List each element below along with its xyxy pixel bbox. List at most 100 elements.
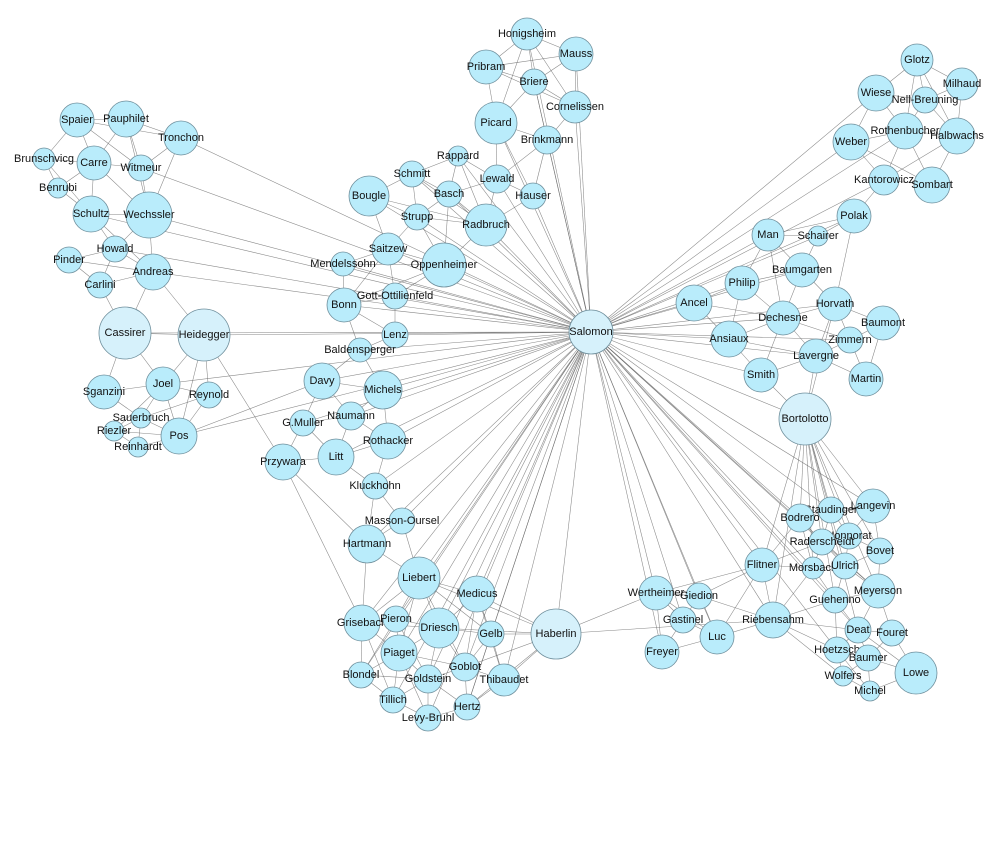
node-circle[interactable] (823, 636, 851, 664)
node-weber[interactable]: Weber (832, 123, 870, 161)
node-baumgarten[interactable]: Baumgarten (772, 252, 832, 288)
node-levy-bruhl[interactable]: Levy-Bruhl (402, 704, 455, 732)
node-davy[interactable]: Davy (303, 362, 341, 400)
node-circle[interactable] (458, 575, 496, 613)
node-oppenheimer[interactable]: Oppenheimer (411, 242, 478, 288)
node-carre[interactable]: Carre (76, 145, 112, 181)
node-ancel[interactable]: Ancel (675, 284, 713, 322)
node-circle[interactable] (317, 438, 355, 476)
node-freyer[interactable]: Freyer (644, 634, 680, 670)
node-pos[interactable]: Pos (160, 417, 198, 455)
node-circle[interactable] (894, 651, 938, 695)
node-circle[interactable] (857, 74, 895, 112)
node-circle[interactable] (101, 235, 129, 263)
node-circle[interactable] (195, 381, 223, 409)
node-hoetzsch[interactable]: Hoetzsch (814, 636, 860, 664)
node-circle[interactable] (103, 420, 125, 442)
node-andreas[interactable]: Andreas (133, 253, 174, 291)
node-kantorowicz[interactable]: Kantorowicz (854, 164, 914, 196)
node-mendelssohn[interactable]: Mendelssohn (310, 251, 376, 277)
node-pauphilet[interactable]: Pauphilet (103, 100, 149, 138)
node-zimmern[interactable]: Zimmern (828, 326, 872, 354)
node-circle[interactable] (743, 357, 779, 393)
node-masson-oursel[interactable]: Masson-Oursel (365, 507, 440, 535)
node-circle[interactable] (134, 253, 172, 291)
node-polak[interactable]: Polak (836, 198, 872, 234)
node-circle[interactable] (817, 496, 845, 524)
node-baumont[interactable]: Baumont (861, 305, 905, 341)
node-circle[interactable] (848, 361, 884, 397)
node-wechssler[interactable]: Wechssler (123, 191, 175, 239)
node-circle[interactable] (558, 36, 594, 72)
node-schairer[interactable]: Schairer (798, 225, 839, 247)
node-circle[interactable] (751, 218, 785, 252)
node-lavergne[interactable]: Lavergne (793, 338, 839, 374)
node-cassirer[interactable]: Cassirer (98, 306, 152, 360)
node-circle[interactable] (855, 488, 891, 524)
node-flitner[interactable]: Flitner (744, 547, 780, 583)
node-circle[interactable] (710, 320, 748, 358)
node-circle[interactable] (835, 522, 863, 550)
node-riebensahm[interactable]: Riebensahm (742, 601, 804, 639)
node-circle[interactable] (675, 284, 713, 322)
node-circle[interactable] (55, 246, 83, 274)
node-tillich[interactable]: Tillich (379, 686, 407, 714)
node-pieron[interactable]: Pieron (380, 605, 412, 633)
node-philip[interactable]: Philip (724, 265, 760, 301)
node-circle[interactable] (347, 524, 387, 564)
node-luc[interactable]: Luc (699, 619, 735, 655)
node-circle[interactable] (754, 601, 792, 639)
node-circle[interactable] (363, 370, 403, 410)
node-carlini[interactable]: Carlini (84, 271, 116, 299)
node-driesch[interactable]: Driesch (418, 607, 460, 649)
node-morsbach[interactable]: Morsbach (789, 556, 837, 580)
node-schmitt[interactable]: Schmitt (394, 160, 431, 188)
node-litt[interactable]: Litt (317, 438, 355, 476)
node-circle[interactable] (911, 86, 939, 114)
node-circle[interactable] (860, 573, 896, 609)
node-circle[interactable] (854, 644, 882, 672)
node-pinder[interactable]: Pinder (53, 246, 85, 274)
node-naumann[interactable]: Naumann (327, 401, 375, 431)
node-circle[interactable] (859, 680, 881, 702)
node-circle[interactable] (801, 556, 825, 580)
node-circle[interactable] (347, 337, 373, 363)
node-fouret[interactable]: Fouret (876, 619, 908, 647)
node-circle[interactable] (145, 366, 181, 402)
node-circle[interactable] (520, 68, 548, 96)
node-circle[interactable] (568, 309, 614, 355)
node-circle[interactable] (832, 123, 870, 161)
node-circle[interactable] (330, 251, 356, 277)
node-circle[interactable] (900, 43, 934, 77)
node-circle[interactable] (388, 507, 416, 535)
node-salomon[interactable]: Salomon (568, 309, 614, 355)
node-saitzew[interactable]: Saitzew (369, 232, 408, 266)
node-circle[interactable] (163, 120, 199, 156)
node-circle[interactable] (32, 147, 56, 171)
node-baumer[interactable]: Baumer (849, 644, 888, 672)
node-circle[interactable] (348, 175, 390, 217)
node-picard[interactable]: Picard (474, 101, 518, 145)
node-howald[interactable]: Howald (97, 235, 134, 263)
node-circle[interactable] (699, 619, 735, 655)
node-circle[interactable] (866, 537, 894, 565)
node-circle[interactable] (868, 164, 900, 196)
node-benrubi[interactable]: Benrubi (39, 177, 77, 199)
node-gelb[interactable]: Gelb (477, 620, 505, 648)
node-heidegger[interactable]: Heidegger (177, 308, 231, 362)
node-circle[interactable] (380, 634, 418, 672)
node-sombart[interactable]: Sombart (911, 166, 953, 204)
node-horvath[interactable]: Horvath (816, 286, 855, 322)
node-guehenno[interactable]: Guehenno (809, 586, 861, 614)
node-circle[interactable] (381, 321, 409, 349)
node-circle[interactable] (821, 586, 849, 614)
node-riezler[interactable]: Riezler (97, 420, 132, 442)
node-circle[interactable] (886, 112, 924, 150)
node-briere[interactable]: Briere (519, 68, 549, 96)
node-circle[interactable] (477, 620, 505, 648)
node-circle[interactable] (865, 305, 901, 341)
node-haberlin[interactable]: Haberlin (530, 608, 582, 660)
node-honigsheim[interactable]: Honigsheim (498, 17, 556, 51)
node-circle[interactable] (832, 665, 854, 687)
node-circle[interactable] (785, 503, 815, 533)
